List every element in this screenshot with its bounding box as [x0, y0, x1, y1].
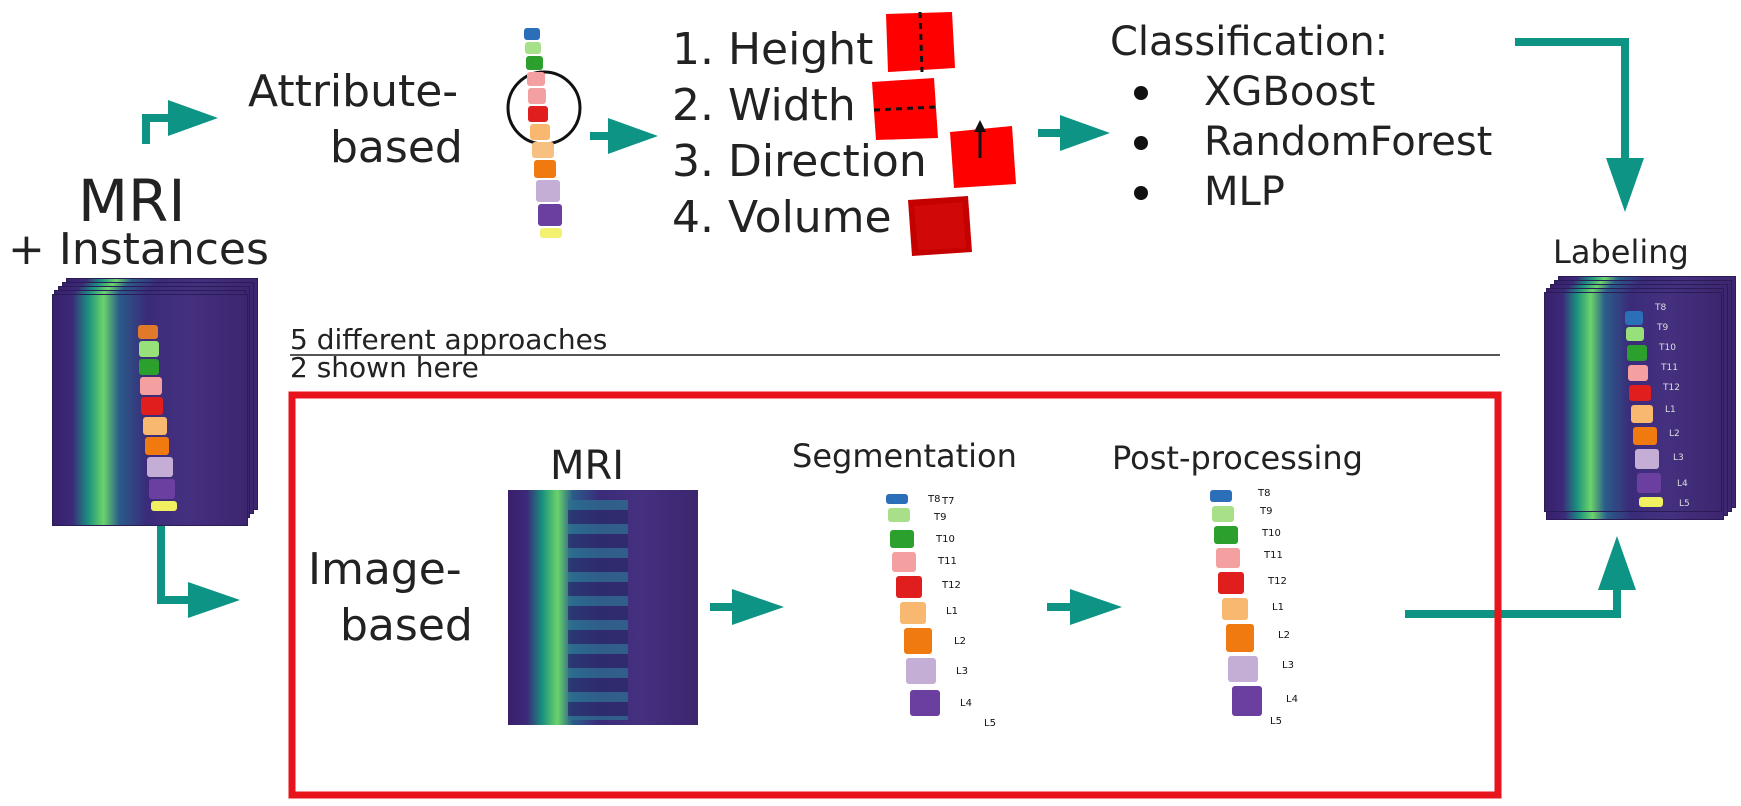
output-mri-stack: T8 T9 T10 T11 T12 L1 L2 L3 L4 L5 — [1544, 276, 1740, 520]
classifier-randomforest: RandomForest — [1204, 119, 1493, 165]
output-label: L2 — [1669, 429, 1680, 439]
segmentation-label: L2 — [954, 636, 966, 647]
input-mri-image — [52, 294, 248, 526]
image-label-line1: Image- — [308, 544, 462, 595]
output-label: T11 — [1661, 363, 1678, 373]
bullet-icon — [1134, 186, 1148, 200]
input-mri-stack — [52, 278, 262, 526]
image-mri-title: MRI — [550, 443, 625, 489]
output-mri-image: T8 T9 T10 T11 T12 L1 L2 L3 L4 L5 — [1544, 292, 1722, 512]
segmentation-label: T12 — [942, 580, 961, 591]
feature-height: 1. Height — [672, 24, 874, 75]
postprocessing-label: L2 — [1278, 630, 1290, 641]
segmentation-label: T8 — [928, 494, 941, 505]
input-title: MRI — [78, 167, 186, 235]
output-label: T10 — [1659, 343, 1676, 353]
postprocessing-label: L3 — [1282, 660, 1294, 671]
output-label: T8 — [1655, 303, 1667, 313]
feature-direction: 3. Direction — [672, 136, 927, 187]
segmentation-label: L5 — [984, 718, 996, 729]
output-label: L1 — [1665, 405, 1676, 415]
segmentation-image: T8 T7 T9 T10 T11 T12 L1 L2 L3 L4 L5 — [880, 490, 1010, 729]
postprocessing-label: T11 — [1264, 550, 1283, 561]
segmentation-label: T9 — [934, 512, 947, 523]
output-label: T9 — [1657, 323, 1669, 333]
attribute-label-line1: Attribute- — [248, 66, 459, 117]
segmentation-label: L1 — [946, 606, 958, 617]
image-label-line2: based — [340, 600, 473, 651]
bullet-icon — [1134, 136, 1148, 150]
feature-volume: 4. Volume — [672, 192, 892, 243]
segmentation-label: L3 — [956, 666, 968, 677]
feature-width: 2. Width — [672, 80, 856, 131]
postprocessing-label: T9 — [1260, 506, 1273, 517]
output-label: L3 — [1673, 453, 1684, 463]
postprocessing-label: L4 — [1286, 694, 1298, 705]
input-subtitle: + Instances — [8, 224, 269, 275]
approaches-line2: 2 shown here — [290, 351, 479, 384]
segmentation-label: T10 — [936, 534, 955, 545]
postprocessing-label: T8 — [1258, 488, 1271, 499]
image-mri-slice — [508, 490, 698, 725]
segmentation-label: L4 — [960, 698, 972, 709]
bullet-icon — [1134, 86, 1148, 100]
output-title: Labeling — [1553, 233, 1689, 271]
output-label: L4 — [1677, 479, 1688, 489]
classification-title: Classification: — [1110, 19, 1389, 65]
segmentation-label: T11 — [938, 556, 957, 567]
segmentation-label: T7 — [942, 496, 955, 507]
output-label: L5 — [1679, 499, 1690, 509]
attribute-spine-image — [520, 28, 580, 240]
postprocessing-label: T10 — [1262, 528, 1281, 539]
postprocessing-label: L5 — [1270, 716, 1282, 727]
postprocessing-title: Post-processing — [1112, 439, 1363, 477]
attribute-label-line2: based — [330, 122, 463, 173]
output-label: T12 — [1663, 383, 1680, 393]
postprocessing-label: L1 — [1272, 602, 1284, 613]
segmentation-title: Segmentation — [792, 437, 1017, 475]
classifier-mlp: MLP — [1204, 169, 1285, 215]
approaches-line1: 5 different approaches — [290, 323, 608, 356]
postprocessing-image: T8 T9 T10 T11 T12 L1 L2 L3 L4 L5 — [1206, 488, 1346, 727]
postprocessing-label: T12 — [1268, 576, 1287, 587]
classifier-xgboost: XGBoost — [1204, 69, 1376, 115]
